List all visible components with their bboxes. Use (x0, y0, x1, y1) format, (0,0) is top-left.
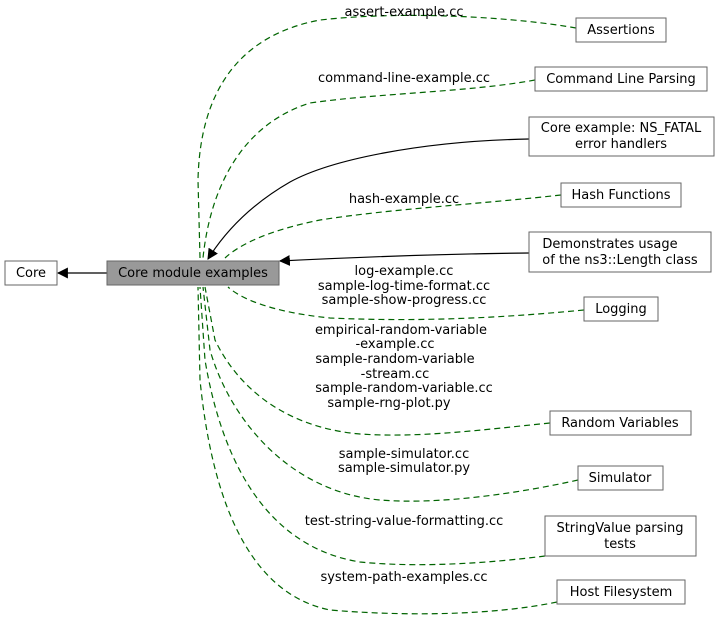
node-hash-functions-label: Hash Functions (572, 188, 671, 203)
node-fatal-handlers-label-2: error handlers (575, 137, 667, 152)
node-fatal-handlers-label-1: Core example: NS_FATAL (541, 121, 702, 136)
edge-label-assert: assert-example.cc (344, 5, 463, 20)
edge-filesystem (197, 286, 558, 615)
node-core-label: Core (16, 266, 46, 281)
edge-label-simulator-2: sample-simulator.py (338, 461, 470, 476)
edge-assertions (197, 14, 577, 259)
node-assertions-label: Assertions (587, 23, 655, 38)
node-simulator-label: Simulator (589, 471, 652, 486)
edge-label-random-4: -stream.cc (361, 367, 430, 382)
node-length-class[interactable]: Demonstrates usage of the ns3::Length cl… (528, 231, 712, 273)
node-random-variables[interactable]: Random Variables (549, 410, 692, 436)
edge-label-random-6: sample-rng-plot.py (327, 396, 451, 411)
edge-label-random-5: sample-random-variable.cc (315, 381, 493, 396)
edge-label-simulator-1: sample-simulator.cc (339, 447, 469, 462)
node-command-line-parsing-label: Command Line Parsing (546, 72, 696, 87)
node-stringvalue-tests-label-1: StringValue parsing (556, 521, 683, 536)
edge-label-command-line: command-line-example.cc (318, 71, 490, 86)
edge-label-logging-1: log-example.cc (355, 264, 454, 279)
node-stringvalue-tests[interactable]: StringValue parsing tests (544, 515, 697, 557)
edge-command-line (202, 79, 536, 259)
edge-random (204, 286, 551, 436)
node-hash-functions[interactable]: Hash Functions (560, 182, 682, 208)
edge-simulator (202, 286, 579, 502)
node-assertions[interactable]: Assertions (575, 17, 667, 43)
edge-label-filesystem: system-path-examples.cc (320, 570, 487, 585)
edge-label-hash: hash-example.cc (349, 192, 459, 207)
node-command-line-parsing[interactable]: Command Line Parsing (534, 66, 708, 92)
node-core-module-examples[interactable]: Core module examples (106, 260, 280, 286)
edge-label-random-3: sample-random-variable (315, 352, 474, 367)
edge-length-class (278, 252, 530, 266)
edge-label-random-2: -example.cc (355, 337, 434, 352)
node-core-module-examples-label: Core module examples (118, 266, 268, 281)
edge-label-stringvalue: test-string-value-formatting.cc (305, 514, 504, 529)
node-simulator[interactable]: Simulator (577, 465, 664, 491)
node-core[interactable]: Core (4, 260, 58, 286)
edge-stringvalue (199, 286, 546, 566)
node-logging[interactable]: Logging (583, 296, 659, 322)
edge-fatal-handlers (207, 138, 530, 260)
node-logging-label: Logging (595, 302, 647, 317)
node-fatal-handlers[interactable]: Core example: NS_FATAL error handlers (528, 116, 715, 157)
node-stringvalue-tests-label-2: tests (604, 537, 636, 552)
node-length-class-label-1: Demonstrates usage (542, 237, 677, 252)
edge-label-logging-2: sample-log-time-format.cc (318, 279, 490, 294)
edge-label-logging-3: sample-show-progress.cc (322, 293, 487, 308)
node-host-filesystem[interactable]: Host Filesystem (556, 579, 686, 605)
edge-hash (224, 194, 562, 259)
edge-logging (227, 286, 585, 321)
node-random-variables-label: Random Variables (561, 416, 679, 431)
node-host-filesystem-label: Host Filesystem (570, 585, 672, 600)
node-length-class-label-2: of the ns3::Length class (542, 253, 698, 268)
edge-label-random-1: empirical-random-variable (315, 323, 487, 338)
